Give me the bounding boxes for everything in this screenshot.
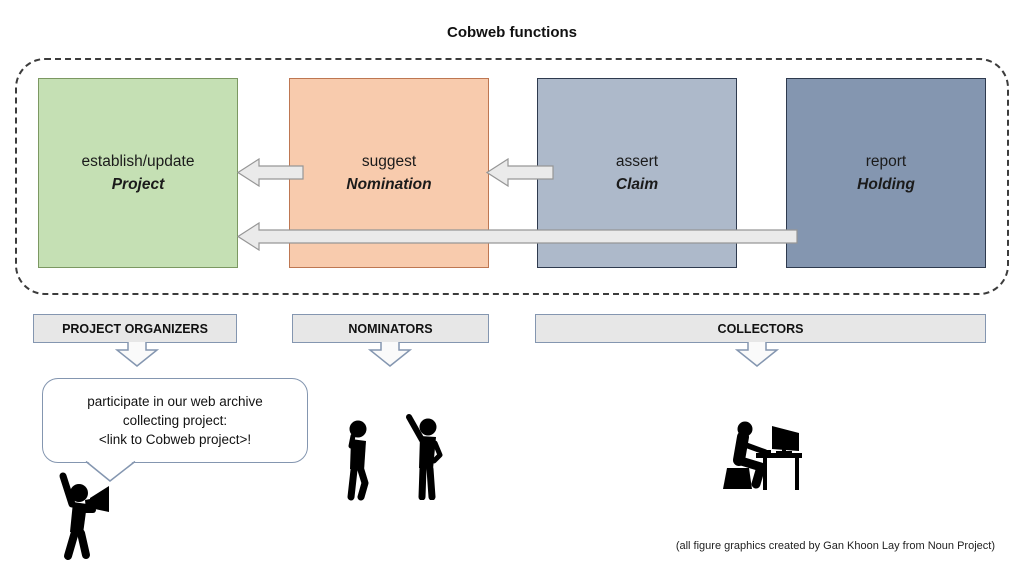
function-action: report <box>865 153 907 170</box>
announcer-with-megaphone-icon <box>59 472 109 560</box>
raised-hand-person-icon <box>406 414 443 500</box>
down-arrow-icon <box>114 342 160 367</box>
speech-bubble-line: <link to Cobweb project>! <box>98 432 252 447</box>
left-arrow-claim-to-nomination-icon <box>486 158 554 187</box>
left-arrow-holding-to-project-icon <box>237 222 798 251</box>
function-object: Nomination <box>346 176 432 193</box>
function-object: Claim <box>615 176 659 193</box>
function-action: assert <box>615 153 659 170</box>
thinking-person-icon <box>347 420 369 501</box>
speech-bubble: participate in our web archive collectin… <box>42 378 308 463</box>
speech-bubble-line: collecting project: <box>122 413 228 428</box>
down-arrow-icon <box>734 342 780 367</box>
function-object: Holding <box>857 176 915 193</box>
down-arrow-icon <box>367 342 413 367</box>
speech-bubble-tail <box>85 460 136 482</box>
person-at-computer-desk-icon <box>723 421 802 490</box>
role-label-nominators: NOMINATORS <box>292 314 489 343</box>
function-action: suggest <box>361 153 417 170</box>
left-arrow-nomination-to-project-icon <box>237 158 304 187</box>
function-box-project: establish/update Project <box>38 78 238 268</box>
function-object: Project <box>111 176 165 193</box>
figure-credit-text: (all figure graphics created by Gan Khoo… <box>675 540 995 552</box>
function-box-holding: report Holding <box>786 78 986 268</box>
function-action: establish/update <box>81 153 195 170</box>
role-label-collectors: COLLECTORS <box>535 314 986 343</box>
dashed-flow-container <box>15 58 1009 295</box>
speech-bubble-line: participate in our web archive <box>87 394 263 409</box>
diagram-title: Cobweb functions <box>447 24 577 41</box>
role-label-project-organizers: PROJECT ORGANIZERS <box>33 314 237 343</box>
